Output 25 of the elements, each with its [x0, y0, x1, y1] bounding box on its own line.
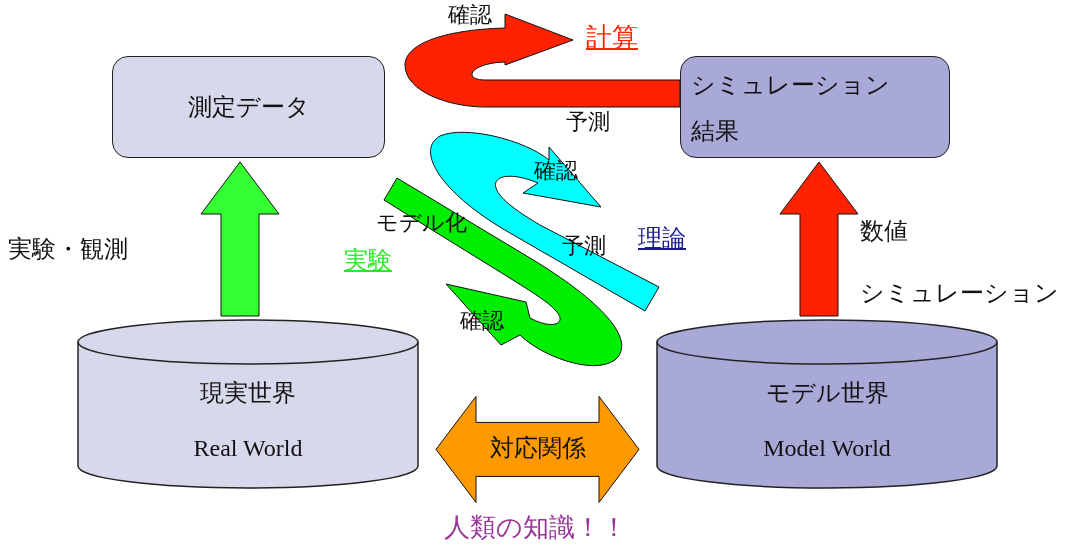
topic-label: 実験 — [344, 246, 392, 275]
block-arrow — [200, 161, 280, 317]
block-arrow — [435, 395, 640, 503]
block-arrow — [779, 161, 859, 317]
topic-label: 計算 — [586, 22, 638, 54]
rounded-box — [112, 56, 385, 158]
topic-label: 人類の知識！！ — [443, 512, 627, 544]
rounded-box — [680, 56, 950, 158]
edge-label: 数値シミュレーション — [860, 216, 1060, 310]
node-title: シミュレーション — [691, 70, 890, 101]
node-subtitle: 結果 — [691, 116, 739, 147]
topic-label: 理論 — [638, 224, 686, 253]
step-label: 予測 — [566, 109, 610, 136]
edge-label: 実験・観測 — [8, 234, 129, 265]
node-subtitle: Real World — [193, 434, 303, 462]
curved-arrow — [404, 13, 681, 108]
node-title: 現実世界 — [200, 377, 296, 409]
node-subtitle: Model World — [763, 434, 891, 462]
step-label: 確認 — [448, 2, 492, 29]
edge-label: 対応関係 — [489, 433, 586, 465]
step-label: モデル化 — [376, 210, 467, 237]
node-title: 測定データ — [187, 92, 310, 123]
node-title: モデル世界 — [765, 377, 889, 409]
step-label: 確認 — [460, 308, 504, 335]
step-label: 予測 — [562, 233, 606, 260]
